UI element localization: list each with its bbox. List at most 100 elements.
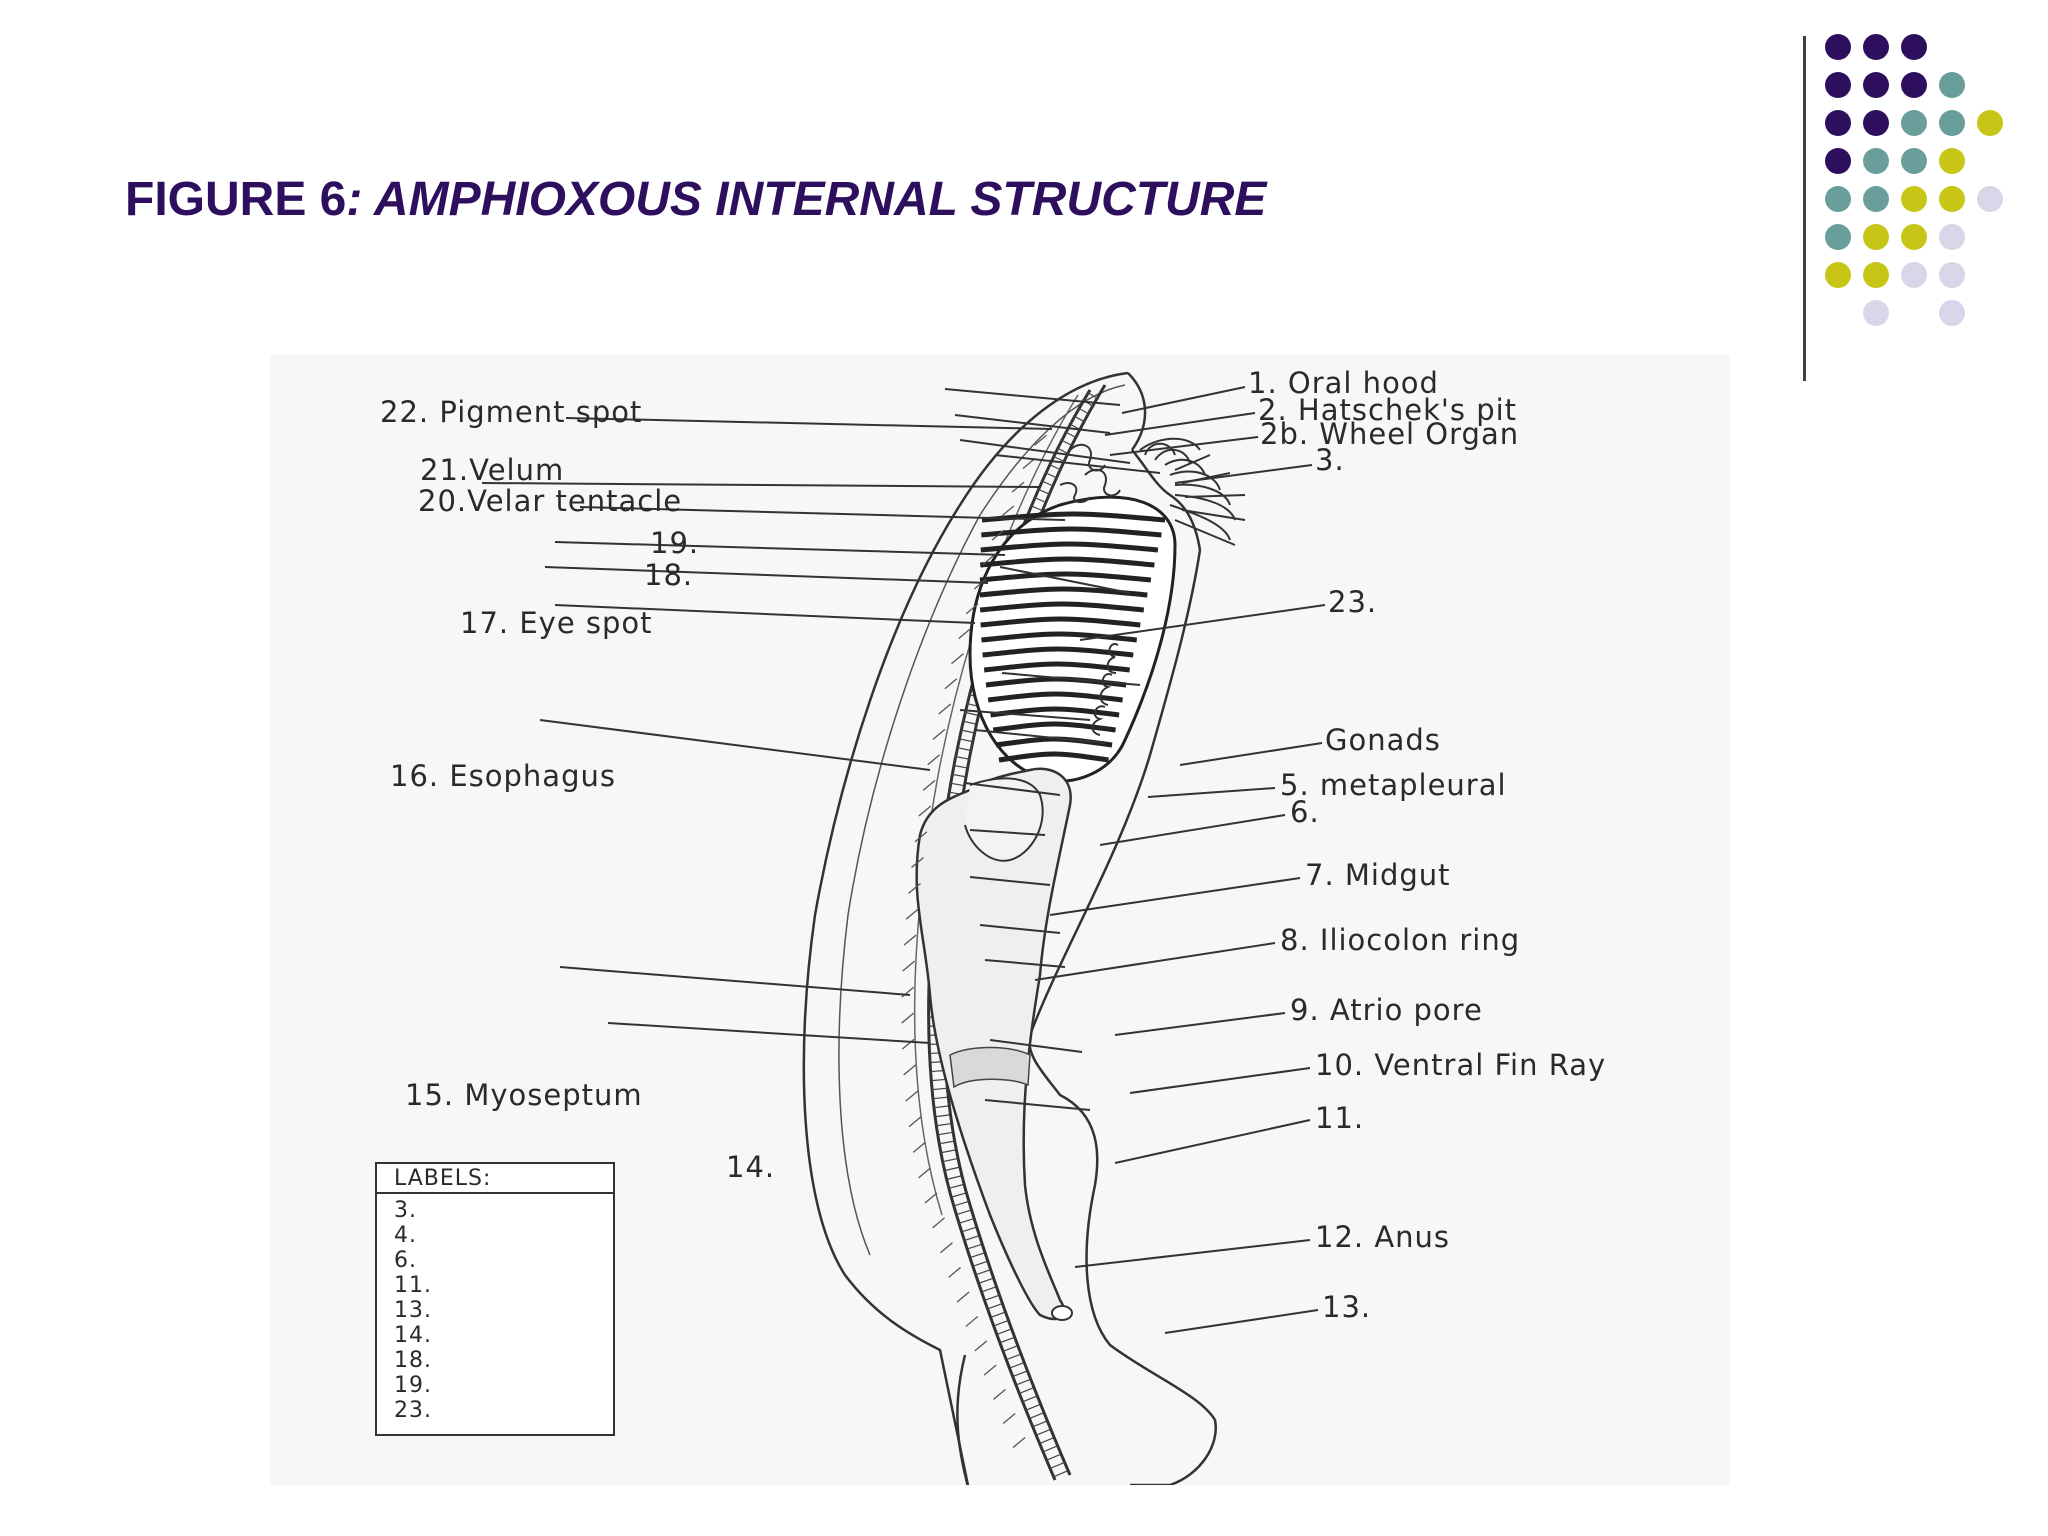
labels-box-item: 23. — [394, 1398, 432, 1423]
decor-dot — [1863, 300, 1889, 326]
myotome-tick — [1012, 1437, 1026, 1449]
right-labels: 1. Oral hood 2. Hatschek's pit 2b. Wheel… — [1248, 366, 1606, 1324]
notochord-segment — [1019, 1387, 1034, 1394]
labels-box-item: 14. — [394, 1323, 432, 1348]
notochord-segment — [946, 1175, 961, 1180]
decor-dot — [1939, 186, 1965, 212]
myotome-tick — [927, 754, 941, 766]
notochord-segment — [1056, 447, 1070, 455]
label-21-velum: 21.Velum — [420, 453, 564, 487]
decor-dot — [1901, 186, 1927, 212]
myotome-ticks — [901, 434, 1047, 1449]
notochord-segment — [958, 738, 973, 743]
label-3: 3. — [1315, 443, 1345, 477]
labels-box-heading: LABELS: — [394, 1166, 491, 1191]
labels-box-items: 3.4.6.11.13.14.18.19.23. — [394, 1198, 432, 1423]
amphioxus-diagram: 22. Pigment spot 21.Velum 20.Velar tenta… — [270, 355, 1730, 1485]
label-6: 6. — [1290, 795, 1320, 829]
notochord-segment — [956, 1209, 971, 1215]
notochord-segment — [1043, 1445, 1057, 1453]
notochord-segment — [1029, 504, 1044, 512]
decor-dot — [1863, 262, 1889, 288]
notochord-segment — [959, 1218, 974, 1224]
label-5-metapleural: 5. metapleural — [1280, 768, 1507, 802]
myotome-tick — [956, 1291, 970, 1303]
notochord-segment — [954, 755, 969, 760]
notochord-segment — [962, 1226, 976, 1233]
myotome-tick — [905, 908, 919, 920]
notochord-segment — [981, 1286, 996, 1293]
notochord-segment — [1044, 471, 1058, 479]
decor-dot — [1863, 72, 1889, 98]
title-main: : AMPHIOXOUS INTERNAL STRUCTURE — [346, 173, 1267, 226]
body-outline — [802, 371, 1218, 1485]
label-7-midgut: 7. Midgut — [1305, 858, 1451, 892]
notochord-segment — [970, 1252, 985, 1259]
labels-box-item: 3. — [394, 1198, 417, 1223]
gill-bar — [979, 601, 1145, 613]
notochord-segment — [1040, 479, 1054, 487]
notochord-segment — [941, 1149, 956, 1154]
gill-bar — [998, 751, 1109, 763]
decor-dot — [1863, 34, 1889, 60]
decor-dot — [1825, 110, 1851, 136]
decor-dot — [1825, 186, 1851, 212]
gill-bar — [987, 691, 1123, 703]
decor-dot — [1939, 148, 1965, 174]
notochord-segment — [979, 1277, 993, 1284]
label-15-myoseptum: 15. Myoseptum — [405, 1078, 643, 1112]
gill-bar — [990, 706, 1120, 718]
notochord-segment — [1029, 1412, 1044, 1419]
myotome-tick — [914, 831, 928, 843]
notochord-segment — [973, 1260, 987, 1267]
myotome-tick — [939, 1242, 953, 1254]
myotome-tick — [948, 1266, 962, 1278]
notochord-segment — [1026, 1404, 1040, 1411]
label-23: 23. — [1328, 585, 1377, 619]
decor-dot — [1901, 72, 1927, 98]
notochord-segment — [951, 1192, 966, 1198]
decor-dot — [1939, 110, 1965, 136]
myotome-tick — [944, 678, 958, 690]
decorative-dot-grid — [1825, 34, 2003, 326]
notochord-segment — [939, 1140, 954, 1145]
notochord-segment — [1009, 1362, 1024, 1369]
label-11: 11. — [1315, 1101, 1364, 1135]
notochord-segment — [962, 720, 977, 725]
myotome-tick — [901, 1038, 915, 1050]
notochord-segment — [1086, 391, 1100, 400]
myotome-tick — [1002, 1412, 1016, 1424]
notochord-segment — [964, 711, 979, 716]
decor-dot — [1901, 148, 1927, 174]
myotome-tick — [924, 1192, 938, 1204]
decor-dot — [1863, 148, 1889, 174]
myotome-tick — [902, 960, 916, 972]
labels-box-item: 4. — [394, 1223, 417, 1248]
decor-dot — [1939, 224, 1965, 250]
myotome-tick — [965, 603, 979, 615]
decor-dot — [1977, 110, 2003, 136]
notochord-segment — [984, 1294, 999, 1301]
notochord-segment — [967, 1243, 982, 1250]
decor-dot — [1939, 262, 1965, 288]
decor-dot — [1863, 224, 1889, 250]
label-10-ventral-fin-ray: 10. Ventral Fin Ray — [1315, 1048, 1606, 1082]
notochord-segment — [942, 1158, 957, 1163]
decor-dot — [1901, 34, 1927, 60]
notochord-segment — [1016, 1379, 1030, 1386]
labels-box-item: 6. — [394, 1248, 417, 1273]
decor-dot — [1863, 110, 1889, 136]
decor-dot — [1863, 186, 1889, 212]
notochord-segment — [997, 1328, 1011, 1335]
left-labels: 22. Pigment spot 21.Velum 20.Velar tenta… — [380, 395, 774, 1184]
notochord-segment — [1006, 1353, 1021, 1361]
slide-title: FIGURE 6: AMPHIOXOUS INTERNAL STRUCTURE — [125, 172, 1266, 227]
gill-bar — [981, 631, 1138, 643]
notochord-segment — [1072, 415, 1086, 423]
myotome-tick — [903, 934, 917, 946]
notochord-segment — [1048, 463, 1062, 471]
myotome-tick — [958, 628, 972, 640]
notochord-segment — [1013, 1370, 1027, 1377]
myotome-tick — [965, 1315, 979, 1327]
myotome-tick — [918, 1167, 931, 1179]
